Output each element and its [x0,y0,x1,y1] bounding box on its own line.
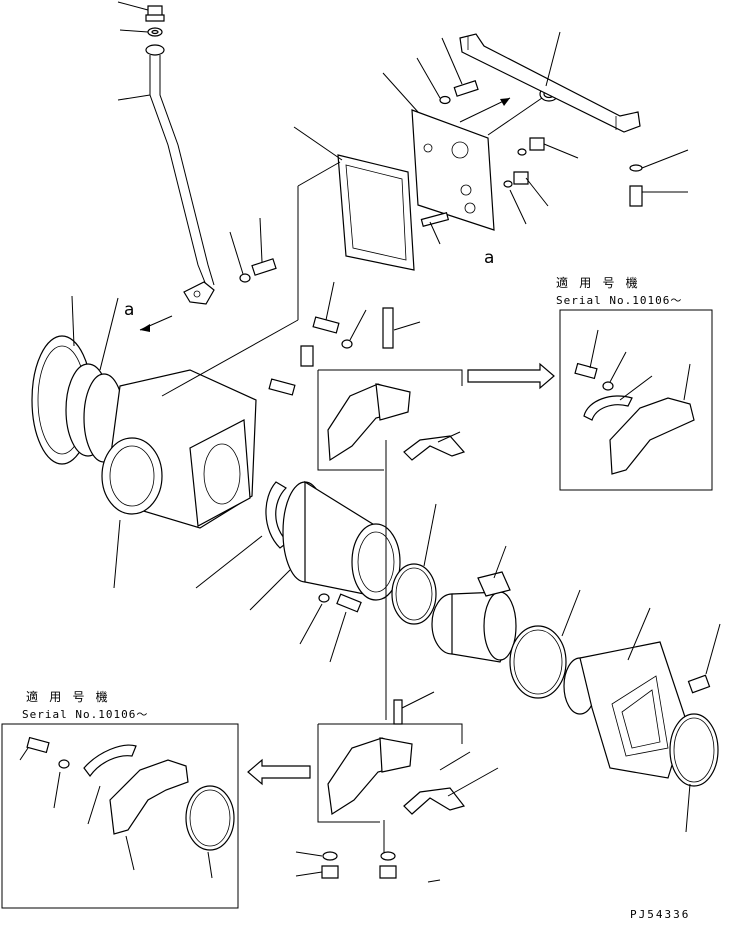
hub-washer-bolt [300,594,361,662]
cover-bolt-right [688,624,720,693]
callout-arrow-a-lower [140,316,172,332]
inset-bottom-frame [2,724,238,908]
cover-washer-bolt [417,38,478,104]
callout-a-lower: a [124,300,135,320]
carrier-hub [250,482,400,610]
sprocket-hub [32,296,124,464]
washer-top [120,28,162,36]
support-bracket [460,32,640,132]
center-bolts [269,282,420,395]
callout-a-upper: a [484,248,495,268]
inset-bottom-title: 適 用 号 機 [26,690,110,704]
lower-bearing-cap-box [318,724,498,822]
final-drive-cover [564,608,686,778]
drawing-code: PJ54336 [630,908,691,921]
callout-arrow-a-upper [460,98,510,122]
breather-pipe [118,45,214,304]
o-ring-center [392,504,436,624]
bracket-washer-bolt [630,150,688,206]
o-ring-far-right [670,714,718,832]
gasket [294,127,414,270]
vertical-leader [384,440,386,860]
inset-bottom-serial: Serial No.10106〜 [22,708,149,721]
breather-fitting [118,2,164,21]
dowel-pin [421,213,448,244]
pipe-washer-bolt [230,218,276,282]
plug-and-orings [504,138,578,224]
cover-plate [383,73,494,230]
inset-top-title: 適 用 号 機 [556,276,640,290]
upper-bearing-cap-box [318,370,464,470]
transfer-arrow-left [248,760,310,784]
lower-washers-nuts [296,852,440,882]
inset-top-frame [560,310,712,490]
transfer-arrow-right [468,364,554,388]
lower-dowel [394,692,434,724]
main-housing [102,162,340,588]
o-ring-right [510,590,580,698]
bearing-sleeve [432,546,516,662]
inset-top-serial: Serial No.10106〜 [556,294,683,307]
